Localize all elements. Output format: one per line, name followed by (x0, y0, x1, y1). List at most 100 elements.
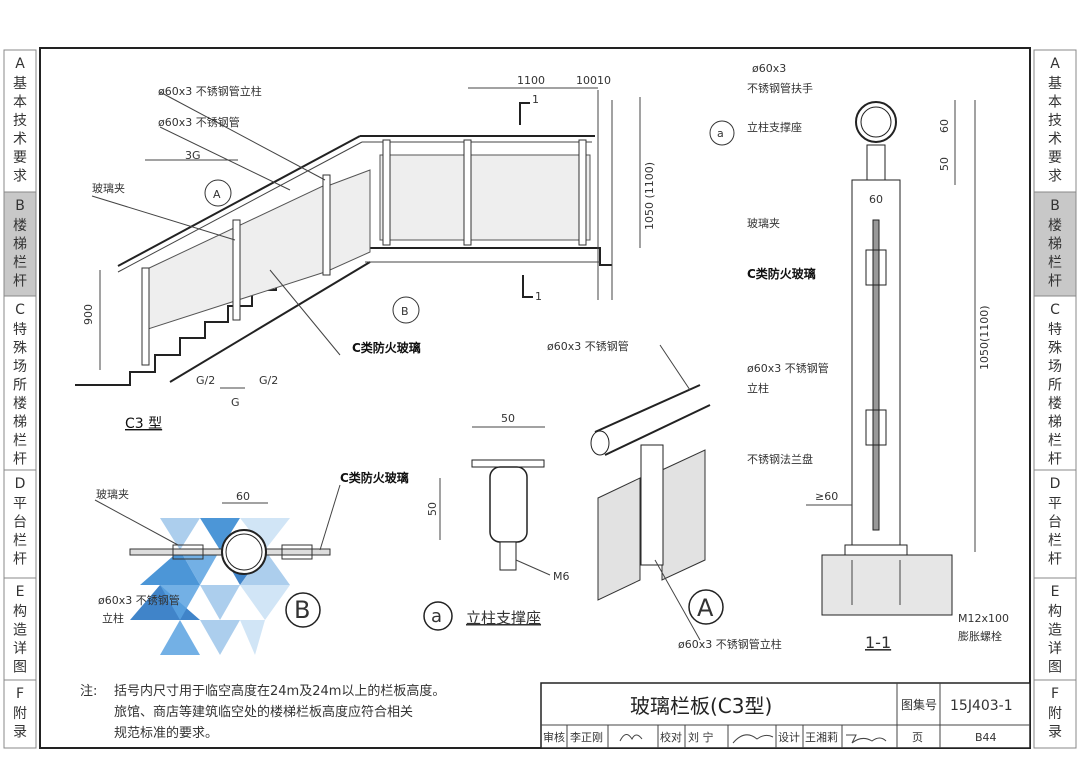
side-tab-char: 杆 (13, 552, 27, 568)
side-tab-char: 台 (1048, 515, 1062, 531)
side-tab-char: 技 (13, 113, 27, 129)
side-tab-char: 楼 (13, 218, 27, 234)
side-tab-char: 杆 (1048, 552, 1062, 568)
page-number: B44 (975, 731, 997, 744)
dim-height: 1050(1100) (978, 305, 991, 370)
title-block: 玻璃栏板(C3型) 图集号 15J403-1 审核 李正刚 校对 刘 宁 设计 … (540, 682, 1031, 749)
side-tab-letter: C (15, 302, 25, 318)
dim-1100: 1100 (517, 74, 545, 87)
detail-a-dim-width: 50 (501, 412, 515, 425)
side-tab-char: 基 (13, 75, 27, 92)
dim-10: 10 (597, 74, 611, 87)
section-clip-label: 玻璃夹 (747, 216, 780, 230)
side-tab-background (1033, 469, 1077, 579)
dim-1050: 1050 (1100) (643, 162, 656, 230)
side-tab-char: 特 (13, 322, 27, 338)
support-label: 立柱支撑座 (747, 120, 802, 134)
dim-900: 900 (82, 304, 95, 325)
designer: 王湘莉 (805, 730, 838, 744)
side-tab-char: 录 (13, 725, 27, 741)
side-tab-letter: A (15, 56, 25, 72)
dim-60-width: 60 (869, 193, 883, 206)
dim-100: 100 (576, 74, 597, 87)
side-tab-letter: C (1050, 302, 1060, 318)
side-tab-char: 造 (13, 623, 27, 639)
sheet-frame (39, 47, 1031, 749)
side-tab-char: 梯 (13, 237, 27, 253)
post-label: ø60x3 不锈钢管立柱 (158, 84, 262, 98)
side-tab-letter: E (1051, 584, 1060, 600)
side-tab-char: 梯 (1048, 415, 1062, 431)
detail-b-callout: B (294, 596, 310, 624)
side-tab-char: 梯 (13, 415, 27, 431)
rail-label: ø60x3 不锈钢管 (158, 115, 240, 129)
side-tab-char: 构 (13, 604, 27, 620)
callout-a: A (213, 188, 221, 201)
side-tab-char: 殊 (1048, 341, 1062, 357)
side-tab-letter: A (1050, 56, 1060, 72)
dim-ge60: ≥60 (815, 490, 838, 503)
elevation-title: C3 型 (125, 416, 162, 432)
side-tab-char: 杆 (1048, 274, 1062, 290)
side-tab-char: 构 (1048, 604, 1062, 620)
handrail-label: 不锈钢管扶手 (747, 81, 813, 95)
detail-b-dim-60: 60 (236, 490, 250, 503)
side-tab-f[interactable]: F附录 (1033, 679, 1077, 749)
section-callout: a (717, 127, 724, 140)
side-tab-letter: F (16, 686, 24, 702)
side-tab-char: 平 (13, 496, 27, 512)
drawing-title: 玻璃栏板(C3型) (630, 694, 772, 718)
dim-3g: 3G (185, 149, 201, 162)
side-tab-char: 杆 (13, 452, 27, 468)
side-tab-char: 附 (1048, 706, 1062, 722)
side-tab-background (1033, 295, 1077, 471)
dim-g: G (231, 396, 240, 409)
side-tab-char: 栏 (1048, 255, 1062, 271)
side-tab-char: 栏 (1048, 533, 1062, 549)
side-tab-char: 要 (1048, 150, 1062, 166)
design-label: 设计 (778, 731, 800, 744)
clip-label: 玻璃夹 (92, 181, 125, 195)
side-tab-background (3, 679, 37, 749)
dim-50: 50 (938, 157, 951, 171)
dim-g-half-left: G/2 (196, 374, 215, 387)
detail-a-dim-height: 50 (426, 502, 439, 516)
detail-a-callout: a (431, 606, 442, 627)
side-tab-background (1033, 679, 1077, 749)
side-tab-f[interactable]: F附录 (3, 679, 37, 749)
side-tab-background (3, 469, 37, 579)
detail-b-pipe-label: ø60x3 不锈钢管 (98, 593, 180, 607)
side-tab-char: 殊 (13, 341, 27, 357)
atlas-number: 15J403-1 (950, 698, 1013, 714)
side-tab-char: 所 (1048, 378, 1062, 394)
side-tab-letter: D (1050, 476, 1061, 492)
checker-signature (732, 734, 774, 744)
section-mark-top: 1 (532, 93, 539, 106)
detail-b-glass-label: C类防火玻璃 (340, 470, 409, 485)
section-mark-bottom: 1 (535, 290, 542, 303)
side-tab-letter: D (15, 476, 26, 492)
reviewer-signature (619, 734, 643, 742)
iso-detail-a: ø60x3 不锈钢管 ø60x3 不锈钢管立柱 A (547, 339, 782, 651)
section-post-label-1: ø60x3 不锈钢管 (747, 361, 829, 375)
handrail-size: ø60x3 (752, 62, 786, 75)
side-tab-char: 造 (1048, 623, 1062, 639)
side-tab-letter: E (16, 584, 25, 600)
side-tab-char: 台 (13, 515, 27, 531)
side-tab-background (1033, 577, 1077, 681)
side-tab-char: 术 (13, 132, 27, 148)
detail-a-bolt: M6 (553, 570, 570, 583)
side-tab-char: 栏 (13, 533, 27, 549)
